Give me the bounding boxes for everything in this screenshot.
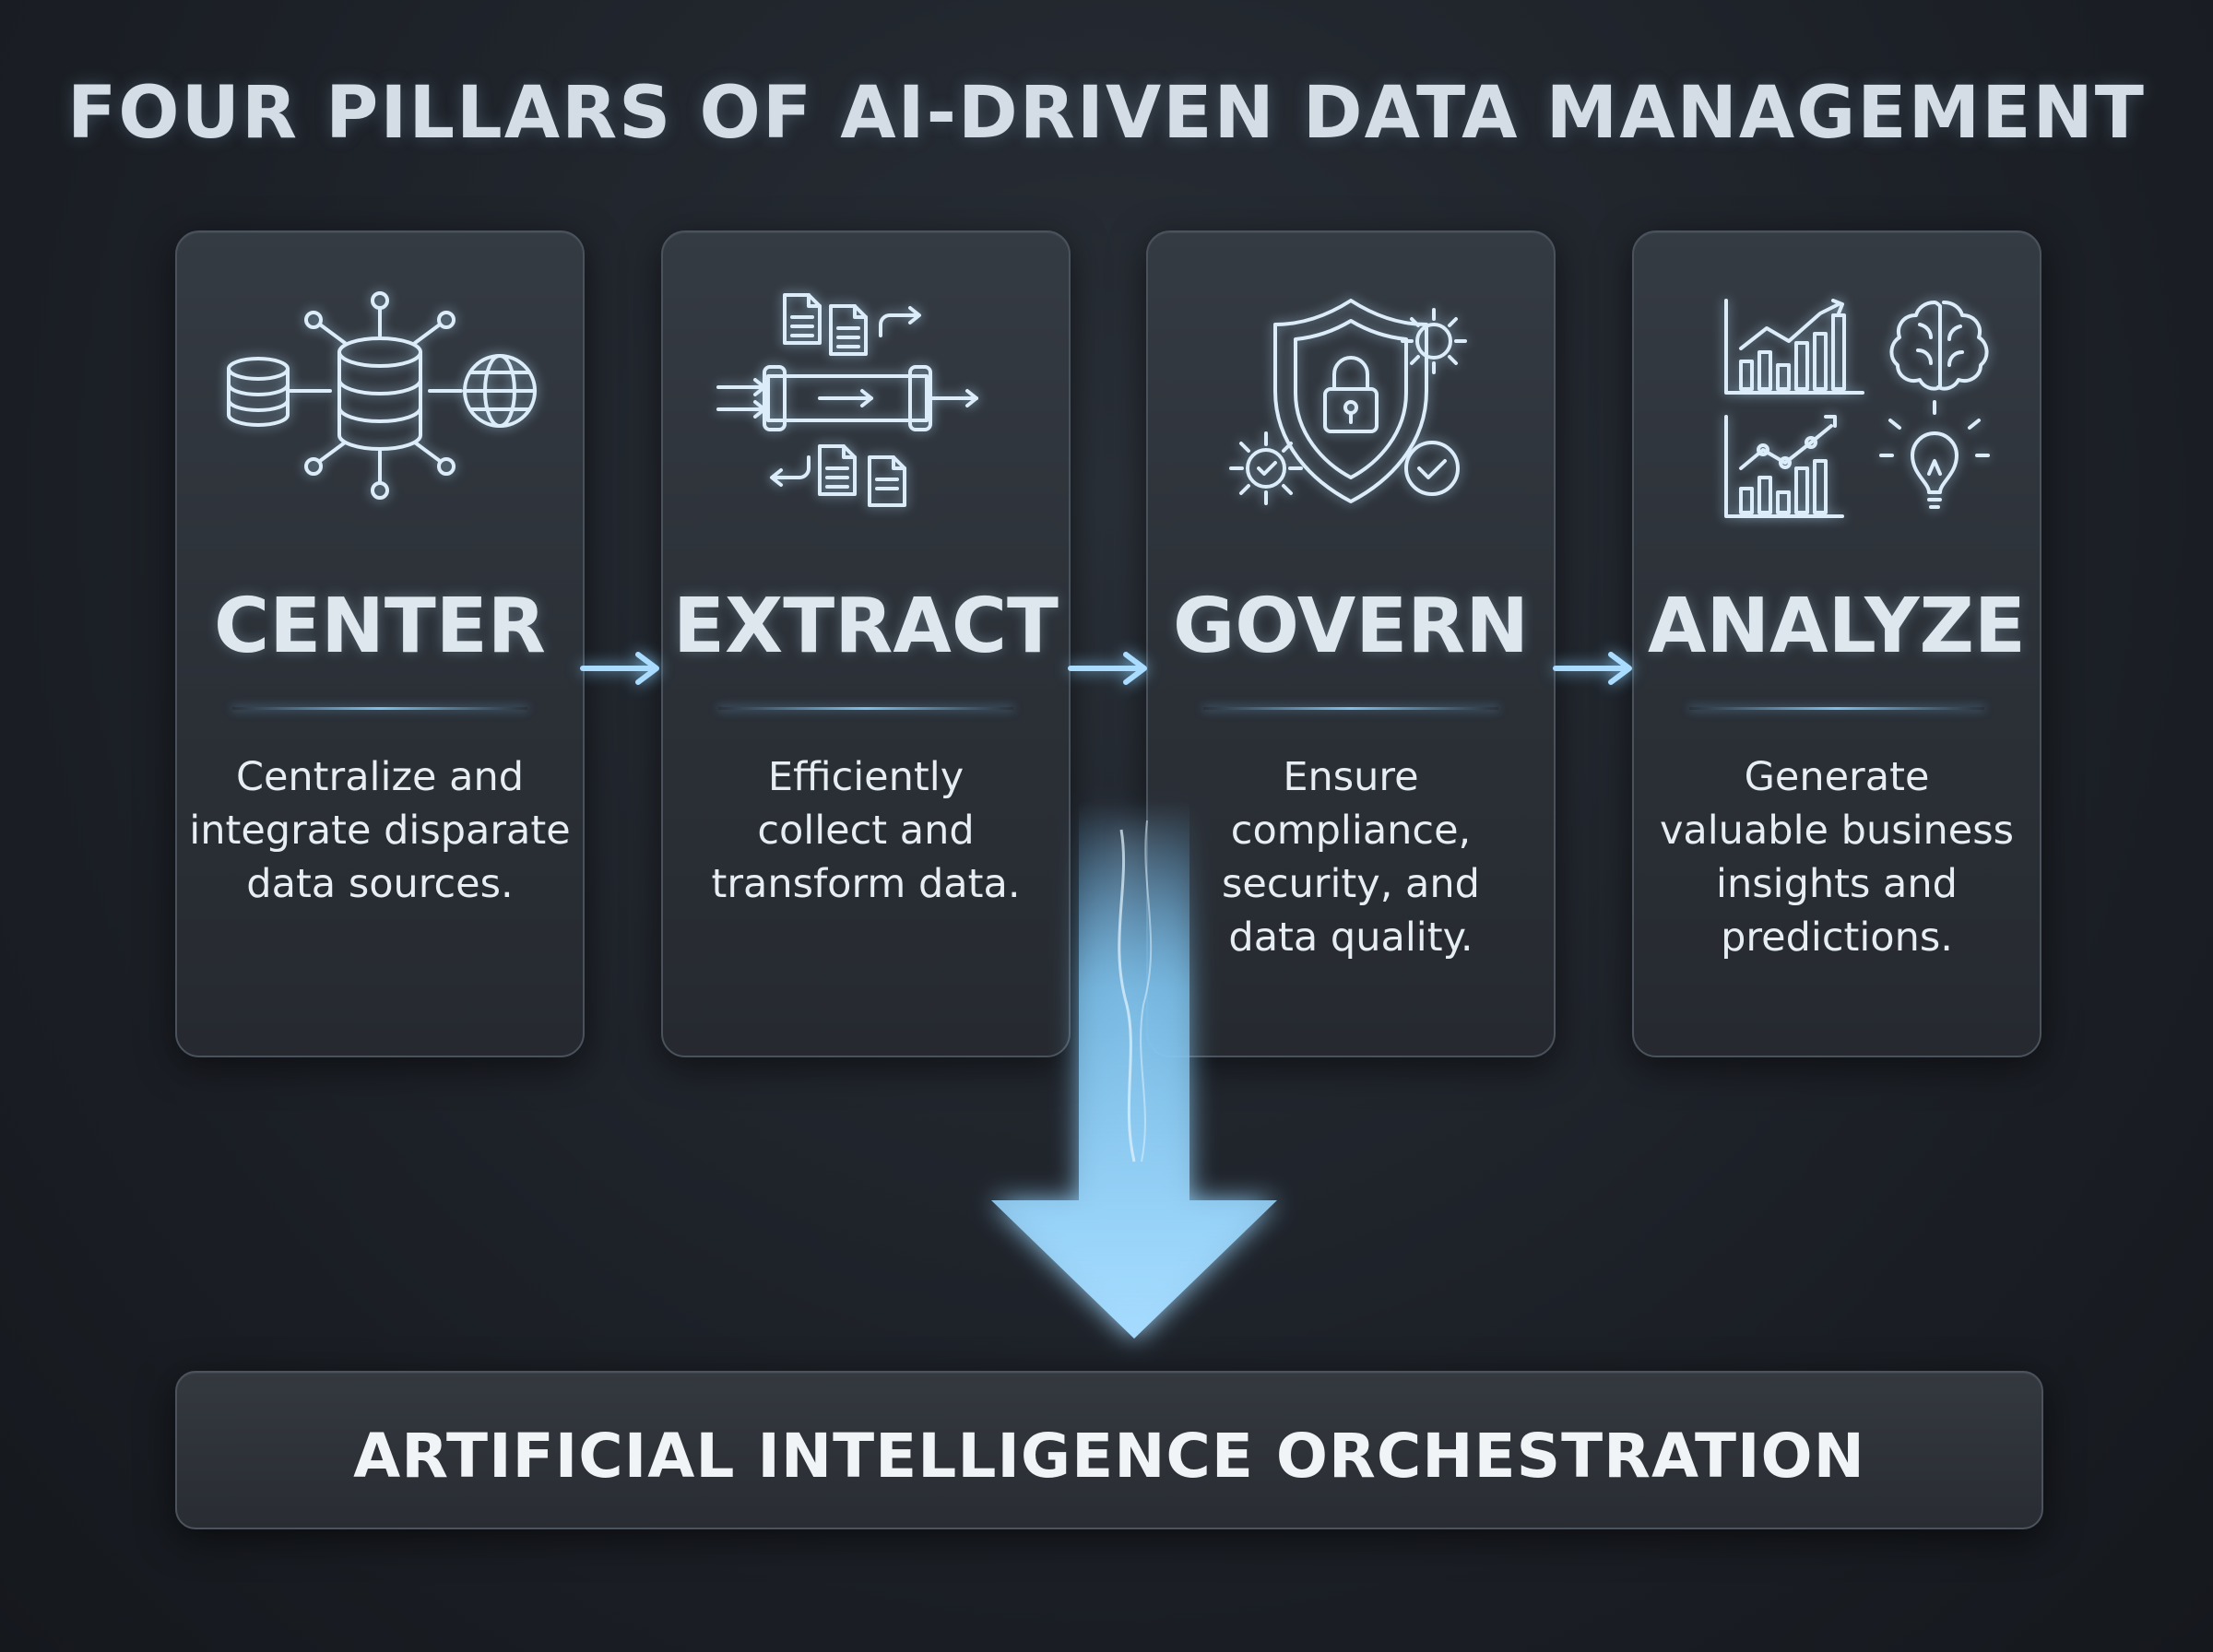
- pillar-description: Centralize and integrate disparate data …: [189, 754, 571, 907]
- heading-divider: [1203, 707, 1498, 710]
- shield-lock-icon: [1185, 288, 1517, 527]
- footer-label: ARTIFICIAL INTELLIGENCE ORCHESTRATION: [353, 1421, 1865, 1492]
- pillar-heading: CENTER: [214, 583, 546, 670]
- heading-divider: [1689, 707, 1984, 710]
- pillar-description: Ensure compliance, security, and data qu…: [1222, 754, 1480, 961]
- arrow-right-icon: [1552, 645, 1640, 691]
- diagram-title: FOUR PILLARS OF AI-DRIVEN DATA MANAGEMEN…: [67, 72, 2146, 155]
- pillar-card-extract: EXTRACT Efficiently collect and transfor…: [661, 230, 1071, 1057]
- pillar-description: Generate valuable business insights and …: [1659, 754, 2015, 961]
- pillar-heading: ANALYZE: [1648, 583, 2026, 670]
- pillar-heading: EXTRACT: [673, 583, 1059, 670]
- database-network-icon: [214, 288, 546, 527]
- pillar-card-center: CENTER Centralize and integrate disparat…: [175, 230, 585, 1057]
- analytics-insights-icon: [1671, 288, 2003, 527]
- arrow-right-icon: [579, 645, 668, 691]
- arrow-down-icon: [977, 802, 1291, 1355]
- data-pipeline-icon: [700, 288, 1032, 527]
- heading-divider: [232, 707, 527, 710]
- pillar-card-govern: GOVERN Ensure compliance, security, and …: [1146, 230, 1556, 1057]
- pillar-heading: GOVERN: [1172, 583, 1530, 670]
- ai-orchestration-bar: ARTIFICIAL INTELLIGENCE ORCHESTRATION: [175, 1371, 2043, 1529]
- pillar-description: Efficiently collect and transform data.: [711, 754, 1021, 907]
- pillar-card-analyze: ANALYZE Generate valuable business insig…: [1632, 230, 2041, 1057]
- heading-divider: [718, 707, 1013, 710]
- arrow-right-icon: [1067, 645, 1155, 691]
